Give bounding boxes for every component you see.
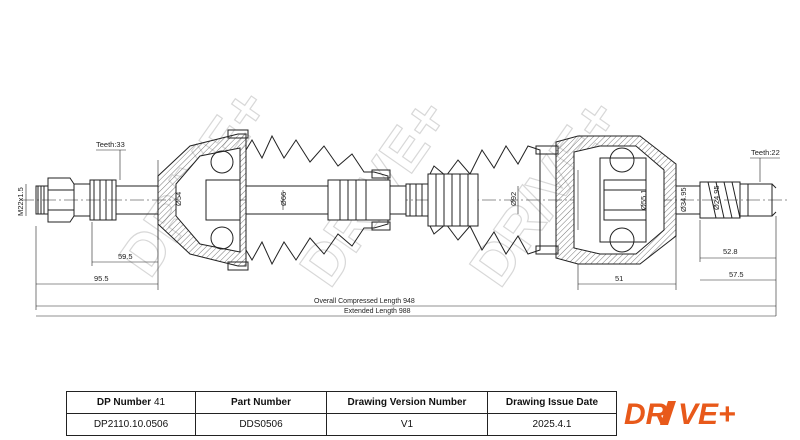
dim-52-8-label: 52.8 — [723, 247, 738, 256]
part-number-value: DDS0506 — [195, 413, 327, 436]
drawing-version-value: V1 — [326, 413, 488, 436]
dim-95-5-label: 95.5 — [94, 274, 109, 283]
dp-number-value: DP2110.10.0506 — [66, 413, 196, 436]
dia-55-1-label: Ø55.1 — [639, 190, 648, 210]
drawing-issue-value: 2025.4.1 — [487, 413, 617, 436]
drive-logo: DR VE+ — [616, 391, 800, 435]
shaft-geometry — [20, 129, 790, 271]
teeth-left-label: Teeth:33 — [96, 140, 125, 149]
drawing-issue-header: Drawing Issue Date — [487, 391, 617, 414]
part-number-header: Part Number — [195, 391, 327, 414]
left-ball-top — [210, 150, 234, 174]
right-ball-top — [609, 147, 635, 173]
right-ball-bottom — [609, 227, 635, 253]
dia-66-label: Ø66 — [279, 192, 288, 206]
title-block: DP Number 41 Part Number Drawing Version… — [66, 391, 800, 436]
dia-92-label: Ø92 — [509, 192, 518, 206]
dim-51-label: 51 — [615, 274, 623, 283]
thread-label: M22x1.5 — [16, 187, 25, 216]
left-clamp-top — [227, 129, 249, 139]
logo-text-right: VE+ — [678, 398, 736, 431]
logo-slash-icon — [660, 401, 676, 425]
right-boot — [427, 145, 541, 255]
dia-54-label: Ø54 — [174, 192, 183, 206]
left-clamp-bottom — [227, 261, 249, 271]
compressed-length-label: Overall Compressed Length 948 — [314, 298, 415, 305]
drawing-version-header: Drawing Version Number — [326, 391, 488, 414]
dimension-lines — [25, 149, 780, 317]
dia-24-95-label: Ø24.95 — [712, 185, 721, 210]
drive-logo-svg: DR VE+ — [624, 398, 736, 431]
teeth-right-label: Teeth:22 — [751, 148, 780, 157]
dim-57-5-label: 57.5 — [729, 270, 744, 279]
dim-59-5-label: 59.5 — [118, 252, 133, 261]
logo-text-left: DR — [624, 398, 668, 431]
dimension-labels: Teeth:33 Teeth:22 M22x1.5 Ø54 Ø66 Ø92 Ø5… — [16, 140, 780, 315]
left-ball-bottom — [210, 226, 234, 250]
driveshaft-drawing: DR/VE+ DR/VE+ DR/VE+ — [16, 77, 790, 317]
dp-number-header: DP Number 41 — [66, 391, 196, 414]
title-table: DP Number 41 Part Number Drawing Version… — [66, 391, 617, 436]
dia-34-95-label: Ø34.95 — [679, 187, 688, 212]
extended-length-label: Extended Length 988 — [344, 308, 411, 315]
